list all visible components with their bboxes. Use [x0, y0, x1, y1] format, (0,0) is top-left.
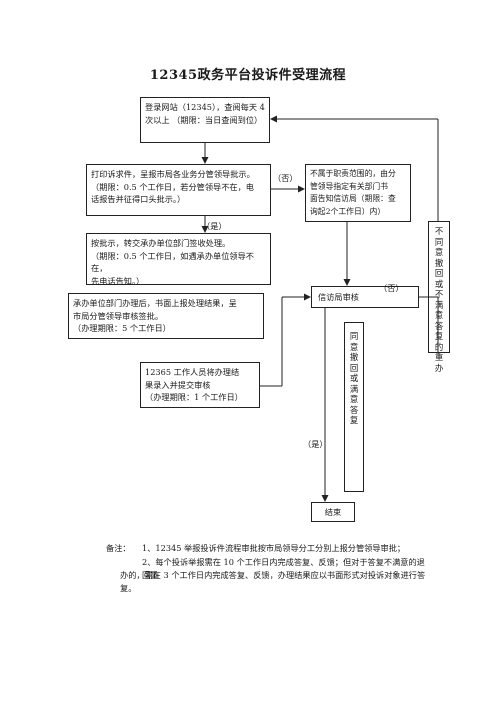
transfer-line-2: （期限：0.5 个工作日，如遇承办单位领导不在，: [91, 250, 254, 274]
agree-char: 答: [349, 404, 359, 415]
redo-vertical-box: 不同意撤回或不满意答复的重办: [428, 221, 450, 373]
handle-line-2: 市局分管领导审核签批。: [73, 310, 164, 321]
handle-line-1: 承办单位部门办理后，书面上报处理结果，呈: [73, 298, 237, 308]
note-1: 1、12345 举报投诉件流程审批按市局领导分工分别上报分管领导审批；: [142, 543, 406, 553]
note-2-cont: 办的，需在 3 个工作日内完成答复、反馈，办理结果应以书面形式对投诉对象进行答复…: [120, 570, 426, 593]
yes-label-2: （是）: [303, 439, 328, 449]
login-line-1: 登录网站（12345），查阅每天 4: [145, 102, 265, 112]
end-box: 结束: [311, 502, 355, 522]
note-2: 2、每个投诉举报需在 10 个工作日内完成答复、反馈；但对于答复不满意的退回重: [142, 557, 425, 580]
agree-vertical-box: 同意撤回或满意答复: [344, 322, 364, 492]
no-label-1: （否）: [273, 173, 298, 183]
record-line-3: （办理期限：1 个工作日）: [145, 392, 243, 402]
redo-char: 或: [434, 278, 444, 289]
redo-char: 不: [434, 289, 444, 299]
redo-char: 满: [434, 299, 444, 310]
not-duty-box: 不属于职责范围的，由分 管领导指定有关部门书 面告知信访局（期限：查 询起2个工…: [305, 164, 411, 222]
no-label-2: （否）: [379, 283, 404, 293]
agree-char: 满: [349, 383, 359, 394]
redo-char: 同: [434, 236, 444, 247]
not-duty-line-1: 不属于职责范围的，由分: [310, 169, 396, 178]
login-box: 登录网站（12345），查阅每天 4 次以上 （期限：当日查阅到位）: [140, 97, 270, 143]
redo-char: 答: [434, 320, 444, 331]
redo-char: 意: [434, 310, 444, 320]
agree-char: 意: [349, 394, 359, 404]
transfer-line-3: 先电话告知。）: [91, 275, 145, 286]
handle-box: 承办单位部门办理后，书面上报处理结果，呈 市局分管领导审核签批。 （办理期限：5…: [68, 293, 264, 339]
login-line-2: 次以上 （期限：当日查阅到位）: [145, 114, 263, 125]
print-box: 打印诉求件，呈报市局各业务分管领导批示。 （期限：0.5 个工作日，若分管领导不…: [86, 164, 271, 216]
review-label: 信访局审核: [318, 292, 359, 302]
print-line-1: 打印诉求件，呈报市局各业务分管领导批示。: [91, 169, 255, 179]
yes-label-1: （是）: [202, 221, 227, 231]
print-line-2: （期限：0.5 个工作日，若分管领导不在，电: [91, 181, 254, 192]
not-duty-line-2: 管领导指定有关部门书: [310, 181, 388, 191]
redo-char: 回: [434, 268, 444, 278]
redo-char: 办: [434, 362, 444, 373]
record-line-2: 果录入并提交审核: [145, 379, 211, 390]
redo-char: 的: [434, 341, 444, 352]
agree-char: 意: [349, 341, 359, 352]
not-duty-line-4: 询起2个工作日）内）: [310, 206, 386, 216]
transfer-box: 按批示，转交承办单位部门签收处理。 （期限：0.5 个工作日，如遇承办单位领导不…: [86, 233, 271, 286]
print-line-3: 话报告并征得口头批示。）: [91, 194, 186, 204]
agree-char: 回: [349, 362, 359, 373]
handle-line-3: （办理期限：5 个工作日）: [73, 323, 171, 333]
review-box: 信访局审核: [311, 286, 419, 308]
redo-char: 撤: [434, 257, 444, 268]
record-line-1: 12365 工作人员将办理结: [145, 367, 240, 377]
notes-head: 备注：: [106, 543, 131, 553]
agree-char: 或: [349, 373, 359, 383]
record-box: 12365 工作人员将办理结 果录入并提交审核 （办理期限：1 个工作日）: [140, 362, 260, 408]
redo-char: 意: [434, 247, 444, 257]
not-duty-line-3: 面告知信访局（期限：查: [310, 194, 396, 203]
agree-char: 复: [349, 415, 359, 425]
redo-char: 不: [434, 226, 444, 236]
redo-char: 重: [434, 352, 444, 362]
page-title: 12345政务平台投诉件受理流程: [149, 68, 347, 83]
redo-char: 复: [434, 331, 444, 341]
agree-char: 同: [349, 331, 359, 341]
agree-char: 撤: [349, 352, 359, 362]
transfer-line-1: 按批示，转交承办单位部门签收处理。: [91, 238, 231, 248]
end-label: 结束: [324, 507, 342, 517]
